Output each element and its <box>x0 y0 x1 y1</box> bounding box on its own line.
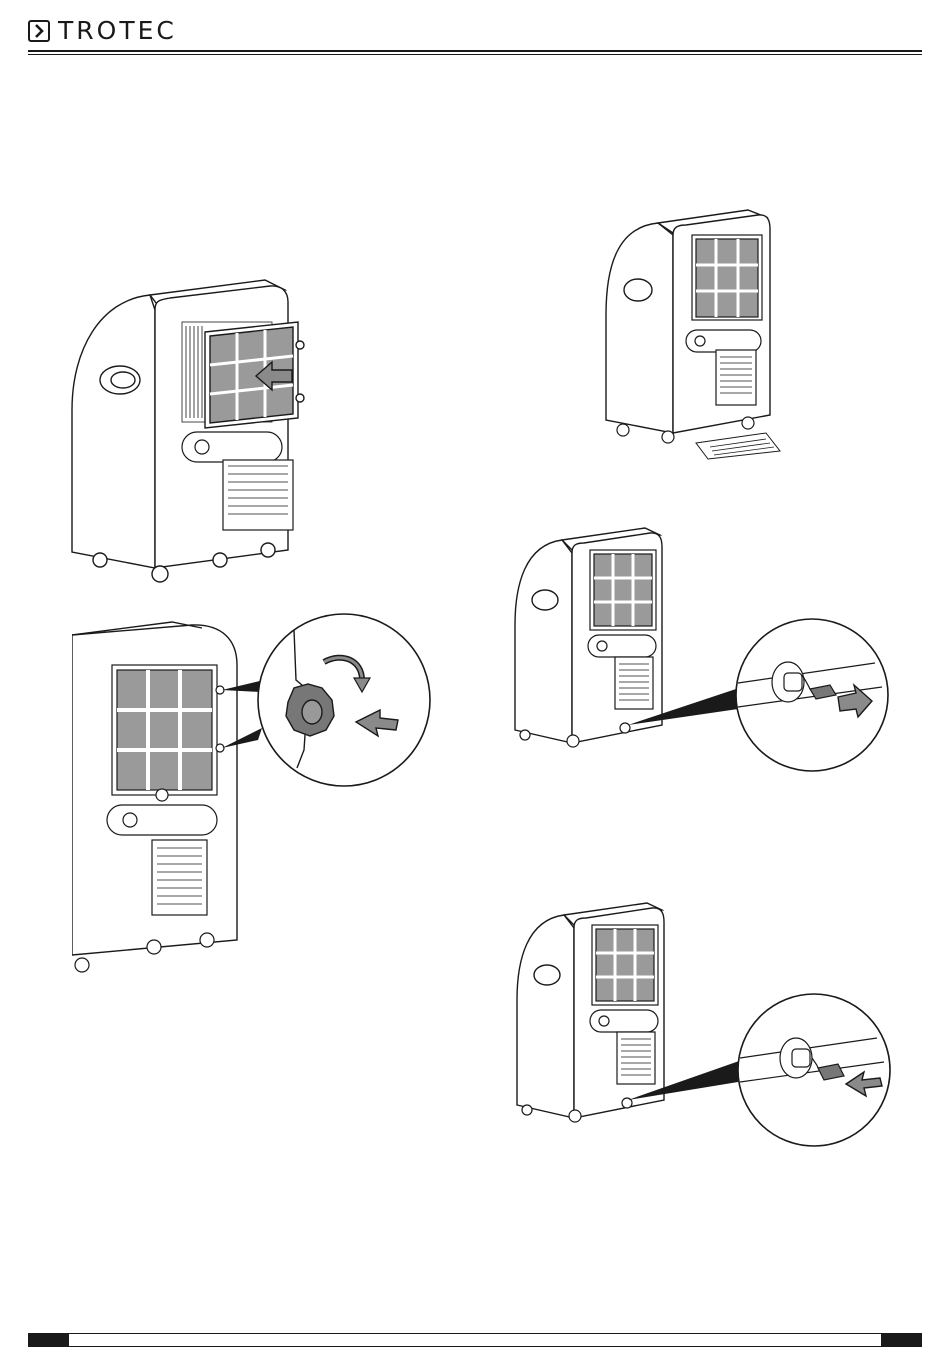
page-footer <box>28 1333 922 1347</box>
footer-right-block <box>882 1333 922 1347</box>
header-rule-thin <box>28 54 922 55</box>
page-header: TROTEC <box>0 0 950 60</box>
figure-drain-plug-insertion <box>512 900 892 1150</box>
figure-unit-with-lower-filter <box>598 205 788 460</box>
figure-filter-fastening-detail <box>72 610 452 980</box>
footer-left-block <box>28 1333 68 1347</box>
chevron-right-icon <box>28 20 50 42</box>
figure-filter-insertion <box>60 270 320 590</box>
brand-logo: TROTEC <box>28 20 177 42</box>
figure-drain-plug-removal <box>510 525 890 775</box>
brand-name: TROTEC <box>58 20 177 42</box>
footer-bar <box>68 1333 882 1347</box>
header-rule <box>28 50 922 52</box>
